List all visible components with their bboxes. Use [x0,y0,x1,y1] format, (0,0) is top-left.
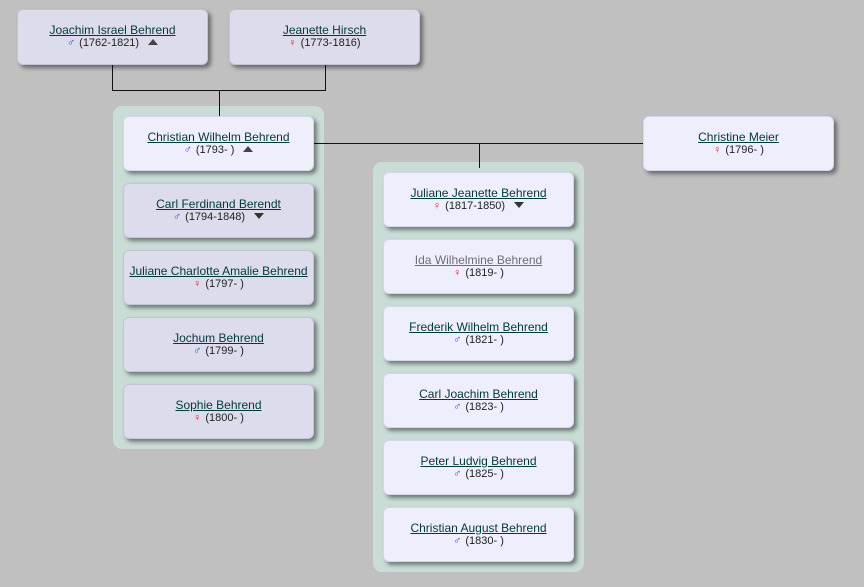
person-card-sophie-behrend[interactable]: Sophie Behrend ♀(1800- ) [123,384,314,439]
person-info: ♂(1799- ) [124,345,313,358]
person-info: ♂(1821- ) [384,334,573,347]
female-icon: ♀ [432,200,442,212]
person-years: (1796- ) [725,144,764,156]
person-years: (1793- ) [195,144,235,156]
female-icon: ♀ [453,267,462,279]
person-name-link[interactable]: Carl Joachim Behrend [419,387,538,401]
person-name-link[interactable]: Christian Wilhelm Behrend [147,130,290,144]
person-info: ♀(1819- ) [384,267,573,280]
person-info: ♀(1797- ) [124,278,313,291]
female-icon: ♀ [193,412,202,424]
person-card-peter-ludvig-behrend[interactable]: Peter Ludvig Behrend ♂(1825- ) [383,440,574,495]
person-info: ♀(1817-1850) [384,200,573,213]
person-years: (1821- ) [465,334,504,346]
male-icon: ♂ [183,144,192,156]
person-name-link[interactable]: Peter Ludvig Behrend [420,454,537,468]
person-years: (1800- ) [205,412,244,424]
person-years: (1823- ) [465,401,504,413]
expand-up-arrow-icon[interactable] [148,39,159,45]
expand-up-arrow-icon[interactable] [243,146,254,152]
male-icon: ♂ [453,334,462,346]
person-name-link[interactable]: Ida Wilhelmine Behrend [414,253,543,267]
connector-line [112,65,113,90]
female-icon: ♀ [713,144,722,156]
person-info: ♂(1793- ) [124,144,313,157]
person-years: (1825- ) [465,468,504,480]
person-name-link[interactable]: Christine Meier [698,130,779,144]
male-icon: ♂ [453,535,462,547]
person-years: (1794-1848) [185,211,246,223]
male-icon: ♂ [172,211,182,223]
person-years: (1830- ) [465,535,504,547]
connector-line [313,143,643,144]
person-years: (1817-1850) [445,200,506,212]
person-info: ♂(1762-1821) [18,37,207,50]
person-card-juliane-charlotte-amalie-behrend[interactable]: Juliane Charlotte Amalie Behrend ♀(1797-… [123,250,314,305]
person-years: (1797- ) [205,278,244,290]
person-name-link[interactable]: Sophie Behrend [175,398,262,412]
person-years: (1819- ) [465,267,504,279]
male-icon: ♂ [453,468,462,480]
person-card-jochum-behrend[interactable]: Jochum Behrend ♂(1799- ) [123,317,314,372]
person-name-link[interactable]: Jochum Behrend [173,331,264,345]
person-card-carl-ferdinand-berendt[interactable]: Carl Ferdinand Berendt ♂(1794-1848) [123,183,314,238]
person-info: ♂(1825- ) [384,468,573,481]
person-card-christian-wilhelm-behrend[interactable]: Christian Wilhelm Behrend ♂(1793- ) [123,116,314,171]
person-card-joachim-israel-behrend[interactable]: Joachim Israel Behrend ♂(1762-1821) [17,9,208,65]
person-card-jeanette-hirsch[interactable]: Jeanette Hirsch ♀(1773-1816) [229,9,420,65]
connector-line [325,65,326,90]
person-name-link[interactable]: Juliane Charlotte Amalie Behrend [129,264,308,278]
person-years: (1762-1821) [79,37,140,49]
children-group [373,162,584,572]
male-icon: ♂ [453,401,462,413]
person-name-link[interactable]: Joachim Israel Behrend [49,23,176,37]
expand-down-arrow-icon[interactable] [254,213,265,219]
person-years: (1773-1816) [300,37,361,49]
person-card-christian-august-behrend[interactable]: Christian August Behrend ♂(1830- ) [383,507,574,562]
male-icon: ♂ [66,37,76,49]
person-name-link[interactable]: Christian August Behrend [410,521,547,535]
male-icon: ♂ [193,345,202,357]
connector-line [219,90,220,116]
person-info: ♂(1830- ) [384,535,573,548]
expand-down-arrow-icon[interactable] [514,202,525,208]
person-card-frederik-wilhelm-behrend[interactable]: Frederik Wilhelm Behrend ♂(1821- ) [383,306,574,361]
person-card-carl-joachim-behrend[interactable]: Carl Joachim Behrend ♂(1823- ) [383,373,574,428]
female-icon: ♀ [193,278,202,290]
person-info: ♀(1796- ) [644,144,833,157]
person-name-link[interactable]: Jeanette Hirsch [282,23,367,37]
female-icon: ♀ [288,37,297,49]
person-name-link[interactable]: Carl Ferdinand Berendt [156,197,281,211]
person-info: ♀(1773-1816) [230,37,419,50]
person-card-juliane-jeanette-behrend[interactable]: Juliane Jeanette Behrend ♀(1817-1850) [383,172,574,227]
person-name-link[interactable]: Juliane Jeanette Behrend [410,186,547,200]
person-card-christine-meier[interactable]: Christine Meier ♀(1796- ) [643,116,834,171]
person-info: ♂(1823- ) [384,401,573,414]
person-info: ♀(1800- ) [124,412,313,425]
connector-line [479,143,480,168]
person-card-ida-wilhelmine-behrend[interactable]: Ida Wilhelmine Behrend ♀(1819- ) [383,239,574,294]
person-info: ♂(1794-1848) [124,211,313,224]
person-name-link[interactable]: Frederik Wilhelm Behrend [409,320,548,334]
person-years: (1799- ) [205,345,244,357]
